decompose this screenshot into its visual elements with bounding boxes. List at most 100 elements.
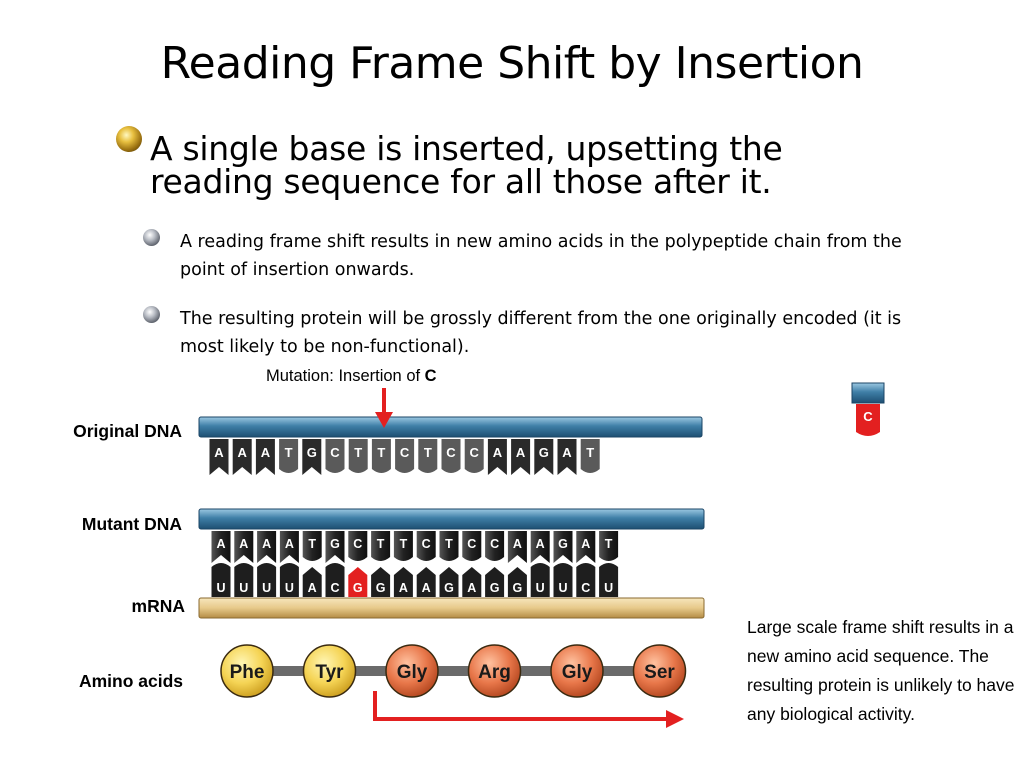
original-dna-base-letter: T [424,445,432,460]
original-dna-base [534,439,554,475]
original-dna-backbone [198,416,703,438]
original-dna-base [325,439,345,473]
mutant-dna-base [530,531,550,563]
original-dna-base-letter: T [586,445,594,460]
slide-title: Reading Frame Shift by Insertion [160,38,864,89]
mrna-base [234,563,254,597]
original-dna-base-letter: C [446,445,456,460]
amino-acid-label: Ser [644,662,675,683]
amino-acid-label: Arg [478,662,511,683]
mrna-base [371,567,391,597]
mrna-base-letter: A [467,581,476,595]
original-dna-base [255,439,275,475]
original-dna-base-letter: A [493,445,503,460]
original-dna-base [371,439,391,473]
mrna-base-letter: G [376,581,386,595]
original-dna-base [395,439,415,473]
mutant-dna-base [439,531,459,561]
mutant-dna-base [211,531,231,563]
label-amino-acids: Amino acids [78,671,183,691]
mutant-dna-base-letter: A [536,537,545,551]
label-mrna: mRNA [131,596,185,616]
frameshift-note: Large scale frame shift results in a new… [747,617,1015,724]
gray-bullet-icon [143,306,160,323]
mutant-dna-base-letter: T [377,537,385,551]
mutant-dna-base-letter: A [513,537,522,551]
amino-acid-circle [467,644,522,698]
mutant-dna-base [348,531,368,561]
mrna-base [462,567,482,597]
amino-acid-circle [385,644,439,698]
original-dna-base [348,439,368,473]
mutation-arrow-head [375,412,393,428]
mrna-base [393,567,413,597]
original-dna-base-letter: C [470,445,480,460]
mutant-dna-base-letter: C [422,537,431,551]
mutant-dna-base-letter: C [467,537,476,551]
frameshift-arrow [373,691,668,721]
original-dna-base [302,439,322,475]
label-original-dna: Original DNA [73,421,182,441]
mrna-base [211,563,231,597]
original-dna-base-letter: G [539,445,549,460]
mutant-dna-base [234,531,254,563]
amino-acid-circle [220,644,274,698]
mrna-base-letter: A [399,581,408,595]
mrna-base-letter: U [536,581,545,595]
mrna-base-letter: C [581,581,590,595]
amino-acid-tyr: Tyr [302,644,357,698]
mrna-base-letter: U [558,581,567,595]
original-dna-base-letter: G [307,445,317,460]
mutant-dna-base-letter: A [216,537,225,551]
original-dna-base-letter: A [562,445,572,460]
mutant-dna-base [325,531,345,563]
mrna-base-letter: U [239,581,248,595]
mutant-dna-base [416,531,436,561]
original-dna-base-letter: A [516,445,526,460]
mutant-dna-base-letter: T [308,537,316,551]
mutation-base: C [424,367,437,385]
mrna-base-letter: C [330,581,339,595]
mrna-base-letter: G [513,581,523,595]
mrna-base-letter: U [285,581,294,595]
original-dna-base [232,439,252,475]
amino-acid-gly: Gly [385,644,439,698]
original-dna-base [557,439,577,475]
original-dna-base [464,439,484,473]
mrna-base-letter: U [262,581,271,595]
mutation-label: Mutation: Insertion of C [266,367,437,385]
original-dna-base [441,439,461,473]
mrna-base [279,563,299,597]
frameshift-arrow-head [666,710,684,728]
mutant-dna-base [507,531,527,563]
amino-acid-ser: Ser [632,644,687,698]
mutant-dna-base [279,531,299,563]
inserted-nucleotide-backbone [851,382,885,404]
mrna-base [325,563,345,597]
mutant-dna-backbone [198,508,705,530]
mrna-base-letter: U [604,581,613,595]
amino-chain-link [247,666,660,676]
mutant-dna-base [462,531,482,561]
mutant-dna-base-letter: G [558,537,568,551]
mutant-dna-base [257,531,277,563]
sub-bullet-2: The resulting protein will be grossly di… [180,309,902,357]
mrna-base-letter: A [422,581,431,595]
mrna-base [553,563,573,597]
main-bullet-text: A single base is inserted, upsetting the… [150,129,783,201]
mrna-base [485,567,505,597]
original-dna-base [209,439,229,475]
mutant-dna-base-letter: T [400,537,408,551]
original-dna-base [487,439,507,475]
mrna-backbone [198,597,705,619]
original-dna-base-letter: T [285,445,293,460]
mutant-dna-base [393,531,413,561]
mrna-base-inserted [348,567,368,597]
mutant-dna-base-letter: C [353,537,362,551]
mutant-dna-base-letter: A [285,537,294,551]
mutant-dna-base [302,531,322,561]
mutant-dna-base [599,531,619,561]
mrna-base-letter: U [216,581,225,595]
mutant-dna-base-letter: C [490,537,499,551]
gray-bullet-icon [143,229,160,246]
